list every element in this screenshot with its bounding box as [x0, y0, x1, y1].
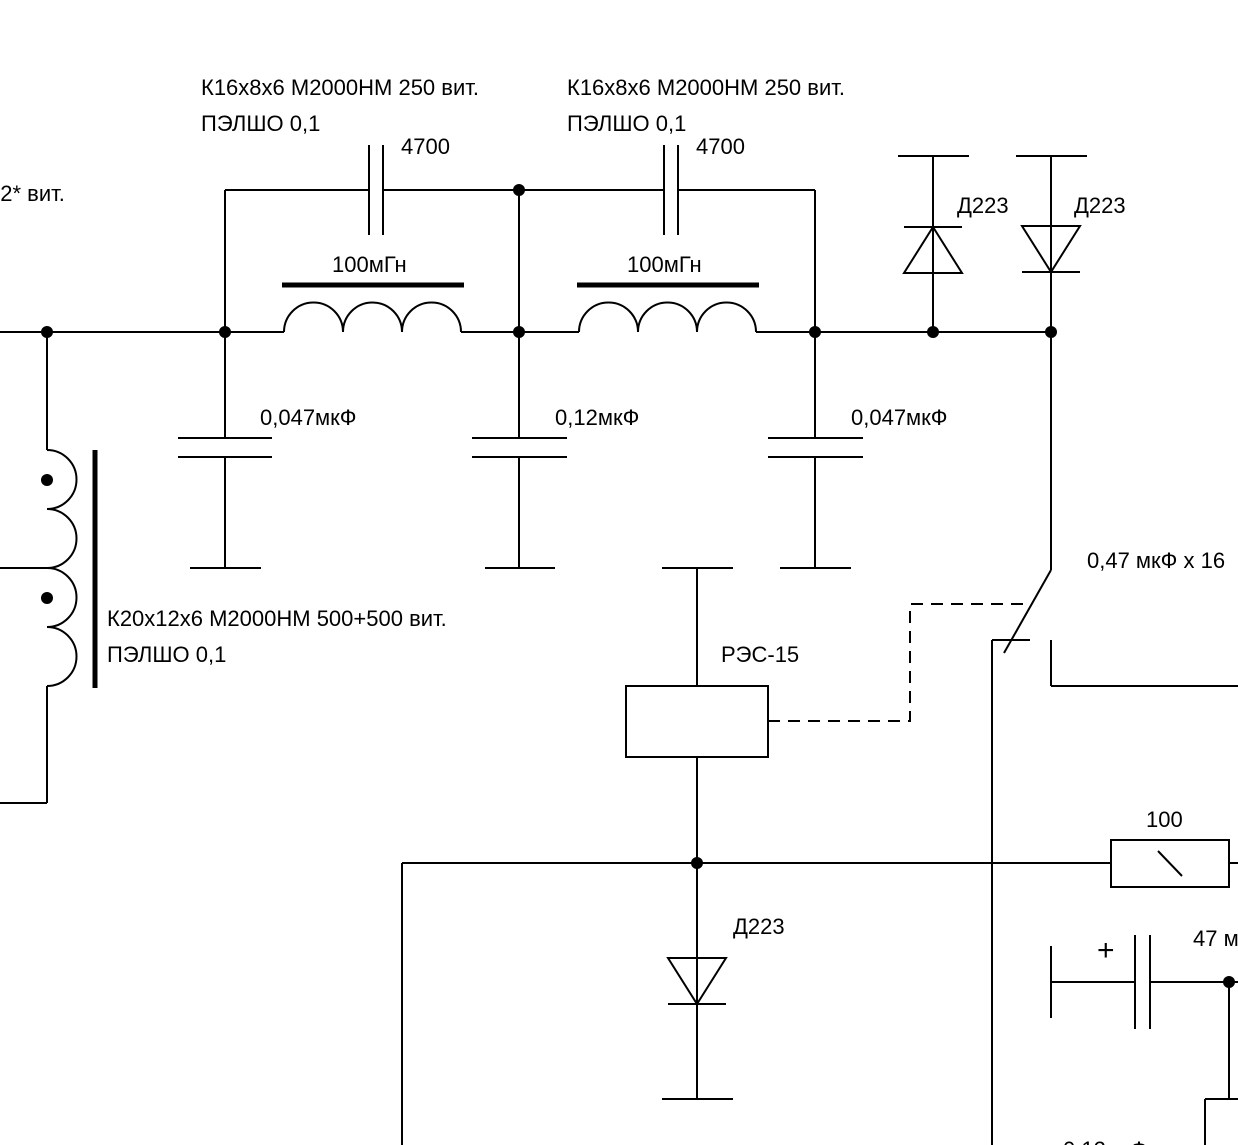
label-cap-bottom-2: 0,12мкФ [555, 405, 639, 430]
label-plus: + [1097, 934, 1115, 967]
label-diode-2: Д223 [1074, 193, 1126, 218]
diode-1 [898, 155, 969, 332]
inductor-1 [282, 282, 464, 333]
label-diode-3: Д223 [733, 914, 785, 939]
capacitor-4700-1 [368, 145, 384, 235]
shunt-capacitor-3 [768, 332, 863, 569]
shunt-capacitor-1 [178, 332, 272, 569]
capacitor-4700-2 [663, 145, 679, 235]
label-transformer-line2: ПЭЛШО 0,1 [107, 642, 226, 667]
label-cap-electrolytic: 47 м [1193, 926, 1238, 951]
label-relay: РЭС-15 [721, 642, 799, 667]
relay [625, 567, 1032, 863]
label-cap-right: 0,47 мкФ х 16 [1087, 548, 1225, 573]
label-cap-top-1: 4700 [401, 134, 450, 159]
label-diode-1: Д223 [957, 193, 1009, 218]
label-core-l2-line1: К16х8х6 М2000НМ 250 вит. [567, 75, 845, 100]
label-transformer-line1: К20х12х6 М2000НМ 500+500 вит. [107, 606, 447, 631]
inductor-2 [577, 282, 759, 333]
label-cap-bottom-3: 0,047мкФ [851, 405, 948, 430]
transformer [0, 332, 98, 804]
resistor-100 [1110, 839, 1230, 888]
relay-switch [991, 332, 1238, 1145]
diode-2 [1016, 155, 1087, 332]
label-inductor-2: 100мГн [627, 252, 702, 277]
electrolytic-capacitor [1050, 935, 1238, 1145]
diode-3 [662, 863, 733, 1100]
label-inductor-1: 100мГн [332, 252, 407, 277]
label-cap-bottom-1: 0,047мкФ [260, 405, 357, 430]
label-cap-bottom-right: 0,12мкФ [1063, 1137, 1147, 1145]
top-capacitor-wire [224, 189, 816, 332]
label-core-l2-line2: ПЭЛШО 0,1 [567, 111, 686, 136]
shunt-capacitor-2 [472, 332, 567, 569]
label-cap-top-2: 4700 [696, 134, 745, 159]
label-resistor: 100 [1146, 807, 1183, 832]
lower-wiring [401, 862, 1238, 1145]
label-core-l1-line2: ПЭЛШО 0,1 [201, 111, 320, 136]
label-left-turns: 72* вит. [0, 181, 65, 206]
label-core-l1-line1: К16х8х6 М2000НМ 250 вит. [201, 75, 479, 100]
junction-dots [41, 184, 1235, 988]
